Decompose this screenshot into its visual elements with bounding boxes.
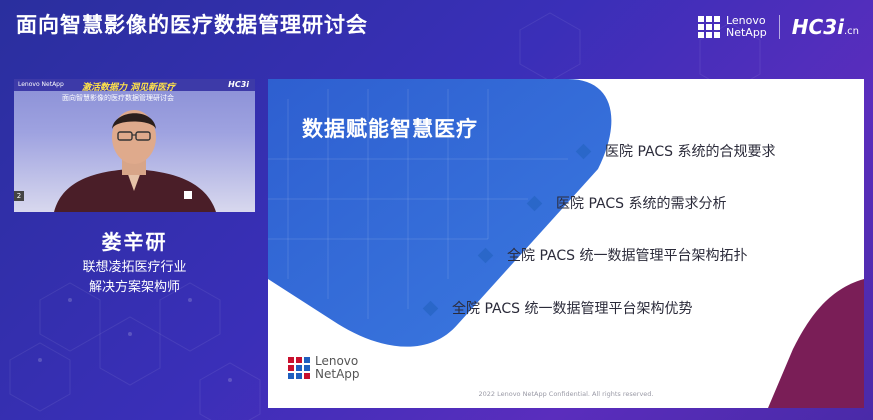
header-brand: Lenovo NetApp HC3i.cn [697, 12, 859, 42]
speaker-video[interactable]: Lenovo NetApp 激活数据力 洞见新医疗 HC3i 面向智慧影像的医疗… [14, 79, 255, 212]
diamond-bullet-icon [575, 143, 592, 159]
slide-background-shapes [268, 79, 864, 408]
video-slogan: 激活数据力 洞见新医疗 [82, 83, 176, 93]
diamond-bullet-icon [526, 195, 543, 211]
slide-footer: 2022 Lenovo NetApp Confidential. All rig… [478, 390, 654, 398]
video-banner [14, 79, 255, 91]
speaker-title: 联想凌拓医疗行业 解决方案架构师 [82, 260, 187, 295]
diamond-bullet-icon [477, 247, 494, 263]
speaker-avatar [54, 110, 216, 212]
diamond-bullet-icon [422, 300, 439, 316]
video-subtitle: 面向智慧影像的医疗数据管理研讨会 [62, 94, 174, 102]
partner-logo: HC3i.cn [791, 15, 859, 39]
video-mini-logo: Lenovo NetApp [18, 81, 64, 88]
agenda-item: 医院 PACS 系统的合规要求 [575, 141, 775, 161]
brand-name: Lenovo NetApp [725, 14, 767, 39]
slide-logo: Lenovo NetApp [288, 355, 360, 381]
lenovo-netapp-logo-icon [697, 16, 720, 38]
slide-logo-text: Lenovo NetApp [315, 354, 360, 381]
speaker-name: 娄辛研 [101, 230, 168, 254]
lenovo-netapp-logo-icon [288, 357, 310, 379]
agenda-item: 全院 PACS 统一数据管理平台架构优势 [422, 298, 692, 318]
presentation-slide: 数据赋能智慧医疗 医院 PACS 系统的合规要求 医院 PACS 系统的需求分析… [268, 79, 864, 408]
camera-index: 2 [14, 191, 24, 201]
agenda-item: 医院 PACS 系统的需求分析 [526, 193, 726, 213]
brand-divider [778, 15, 780, 39]
video-partner-logo: HC3i [228, 80, 249, 89]
slide-heading: 数据赋能智慧医疗 [302, 117, 478, 141]
page-title: 面向智慧影像的医疗数据管理研讨会 [16, 13, 368, 37]
agenda-item: 全院 PACS 统一数据管理平台架构拓扑 [477, 245, 747, 265]
